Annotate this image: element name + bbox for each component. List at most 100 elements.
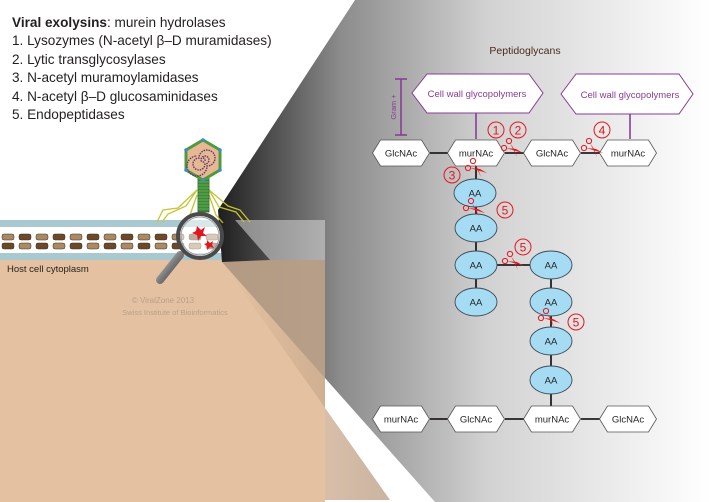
pg-bead xyxy=(154,242,168,250)
aa-label: AA xyxy=(545,298,558,309)
host-cytoplasm-label: Host cell cytoplasm xyxy=(7,264,89,275)
scissors-icon xyxy=(462,197,485,217)
svg-text:2: 2 xyxy=(515,124,522,138)
pg-bead xyxy=(1,233,15,241)
pg-bead xyxy=(69,242,83,250)
amino-acid-node: AA xyxy=(529,326,573,356)
panel-title: Peptidoglycans xyxy=(489,45,560,57)
amino-acid-node: AA xyxy=(529,365,573,395)
credit-line-2: Swiss Institute of Bioinformatics xyxy=(122,308,228,317)
pg-bead xyxy=(86,233,100,241)
amino-acid-node: AA xyxy=(454,287,498,317)
legend-item: 3. N-acetyl muramoylamidases xyxy=(12,70,199,86)
legend-item: 4. N-acetyl β–D glucosaminidases xyxy=(12,88,218,104)
murnac-node-label: murNAc xyxy=(384,415,419,426)
legend-item: 1. Lysozymes (N-acetyl β–D muramidases) xyxy=(12,33,272,49)
pg-bead xyxy=(154,233,168,241)
aa-label: AA xyxy=(470,224,483,235)
murnac-node: murNAc xyxy=(372,405,430,433)
pg-bead xyxy=(86,242,100,250)
cleavage-site-number: 1 xyxy=(487,121,505,139)
credit-line-1: © ViralZone 2013 xyxy=(132,296,195,305)
glcnac-node: GlcNAc xyxy=(372,139,430,167)
pg-bead xyxy=(18,242,32,250)
glcnac-node: GlcNAc xyxy=(599,405,657,433)
amino-acid-node: AA xyxy=(454,250,498,280)
pg-bead xyxy=(1,242,15,250)
glcnac-node-label: GlcNAc xyxy=(385,149,417,160)
peptide-stem: AA AA AA AA AA AA AA AA xyxy=(453,178,573,395)
cleavage-site-number: 3 xyxy=(443,166,461,184)
pg-bead xyxy=(137,242,151,250)
legend-item: 5. Endopeptidases xyxy=(12,107,125,123)
bottom-glycan-chain: murNAc GlcNAc murNAc GlcNAc xyxy=(372,405,657,433)
amino-acid-node: AA xyxy=(529,250,573,280)
pg-bead xyxy=(69,233,83,241)
outer-membrane-edge xyxy=(0,220,325,227)
murnac-node-label: murNAc xyxy=(611,149,646,160)
pg-bead xyxy=(103,233,117,241)
svg-text:5: 5 xyxy=(573,316,580,330)
glycopolymer-label: Cell wall glycopolymers xyxy=(581,90,680,101)
glycopolymer-1: Cell wall glycopolymers xyxy=(411,73,544,139)
svg-text:5: 5 xyxy=(520,241,527,255)
svg-text:4: 4 xyxy=(599,124,606,138)
scissors-icon xyxy=(501,250,524,270)
cleavage-site-number: 4 xyxy=(593,121,611,139)
cleavage-site-number: 5 xyxy=(514,238,532,256)
peptidoglycan-panel: Peptidoglycans Gram + Cell wall glycopol… xyxy=(372,45,694,433)
pg-bead xyxy=(35,242,49,250)
scissors-icon xyxy=(464,157,487,177)
cleavage-site-number: 2 xyxy=(509,121,527,139)
cone-overlay-cytoplasm xyxy=(222,260,390,500)
murnac-node-label: murNAc xyxy=(535,415,570,426)
glycopolymer-label: Cell wall glycopolymers xyxy=(428,89,527,100)
glcnac-node-label: GlcNAc xyxy=(612,415,644,426)
glcnac-node-label: GlcNAc xyxy=(460,415,492,426)
legend-title: Viral exolysins: murein hydrolases xyxy=(12,14,272,32)
amino-acid-node: AA xyxy=(453,178,497,208)
scissors-icon xyxy=(500,137,523,157)
cleavage-site-number: 5 xyxy=(567,313,585,331)
gram-label: Gram + xyxy=(389,94,398,120)
top-glycan-chain: GlcNAc murNAc GlcNAc murNAc xyxy=(372,139,657,167)
pg-bead xyxy=(120,242,134,250)
cone-overlay-membrane xyxy=(235,220,325,260)
magnifier-icon xyxy=(156,212,224,284)
glcnac-node: GlcNAc xyxy=(523,139,581,167)
cleavage-sites: 1 2 4 3 5 5 5 xyxy=(443,121,611,331)
gram-positive-bracket xyxy=(395,78,407,136)
aa-label: AA xyxy=(470,298,483,309)
aa-label: AA xyxy=(470,261,483,272)
murnac-node: murNAc xyxy=(447,139,505,167)
murnac-node: murNAc xyxy=(599,139,657,167)
glcnac-node-label: GlcNAc xyxy=(536,149,568,160)
amino-acid-node: AA xyxy=(454,213,498,243)
pg-bead xyxy=(52,233,66,241)
pg-bead xyxy=(120,233,134,241)
aa-label: AA xyxy=(545,337,558,348)
legend-item: 2. Lytic transglycosylases xyxy=(12,51,166,67)
murnac-node: murNAc xyxy=(523,405,581,433)
pg-bead xyxy=(18,233,32,241)
pg-bead xyxy=(103,242,117,250)
zoom-cone xyxy=(218,0,710,502)
glycopolymer-2: Cell wall glycopolymers xyxy=(560,73,694,139)
inner-membrane-edge xyxy=(0,253,325,260)
pg-bead xyxy=(52,242,66,250)
glcnac-node: GlcNAc xyxy=(447,405,505,433)
svg-text:3: 3 xyxy=(449,169,456,183)
scissors-icon xyxy=(580,137,603,157)
aa-label: AA xyxy=(545,261,558,272)
amino-acid-node: AA xyxy=(529,287,573,317)
pg-bead xyxy=(35,233,49,241)
legend-title-rest: : murein hydrolases xyxy=(106,15,226,30)
cleavage-site-number: 5 xyxy=(496,201,514,219)
svg-text:5: 5 xyxy=(502,204,509,218)
aa-label: AA xyxy=(545,376,558,387)
legend-title-bold: Viral exolysins xyxy=(12,15,107,30)
scissors-icon xyxy=(537,307,560,327)
aa-label: AA xyxy=(469,189,482,200)
svg-text:1: 1 xyxy=(493,124,500,138)
